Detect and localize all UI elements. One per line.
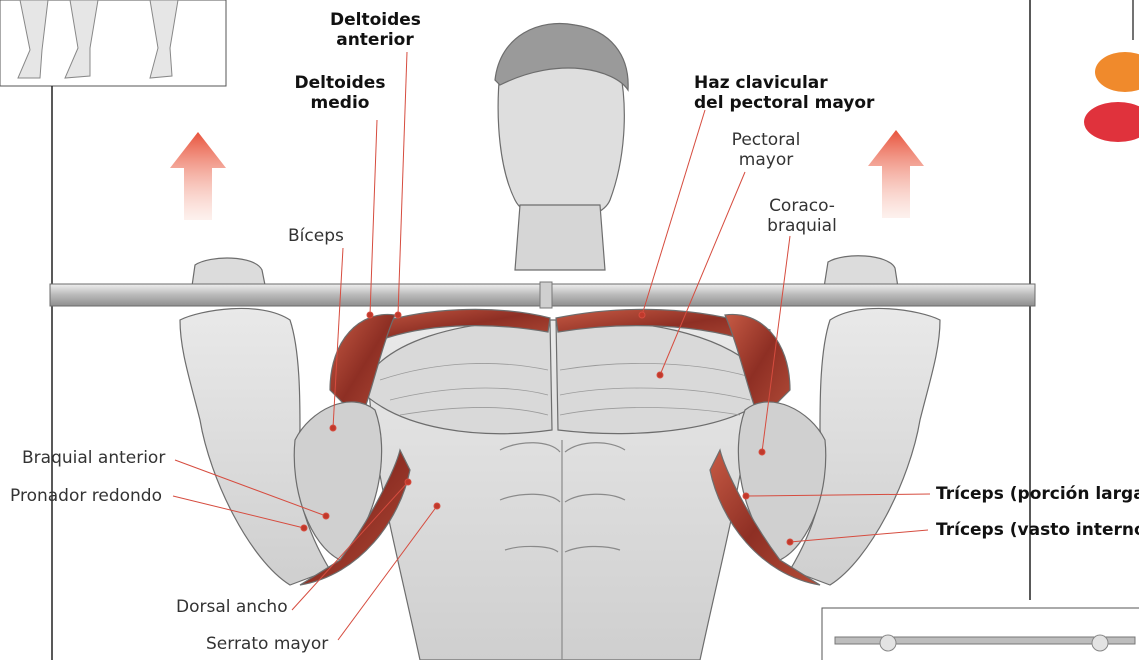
label-coraco-braquial: Coraco- braquial <box>760 196 844 236</box>
label-haz-clavicular: Haz clavicular del pectoral mayor <box>694 73 894 113</box>
label-pectoral-mayor: Pectoral mayor <box>726 130 806 170</box>
label-deltoides-anterior: Deltoides anterior <box>330 10 420 50</box>
barbell <box>50 282 1035 308</box>
figure-body <box>180 23 940 660</box>
label-serrato-mayor: Serrato mayor <box>206 634 328 654</box>
label-triceps-porcion-larga: Tríceps (porción larga) <box>936 484 1139 504</box>
legend-dot-icon <box>1084 102 1139 142</box>
inset-thumbnail-top <box>0 0 226 86</box>
legend-dot-icon <box>1095 52 1139 92</box>
label-biceps: Bíceps <box>288 226 344 246</box>
up-arrow-icon <box>170 132 226 220</box>
label-triceps-vasto-interno: Tríceps (vasto interno) <box>936 520 1139 540</box>
label-deltoides-medio: Deltoides medio <box>292 73 388 113</box>
up-arrow-icon <box>868 130 924 218</box>
inset-thumbnail-bottom <box>822 608 1139 660</box>
label-dorsal-ancho: Dorsal ancho <box>176 597 288 617</box>
label-braquial-anterior: Braquial anterior <box>22 448 165 468</box>
label-pronador-redondo: Pronador redondo <box>10 486 162 506</box>
